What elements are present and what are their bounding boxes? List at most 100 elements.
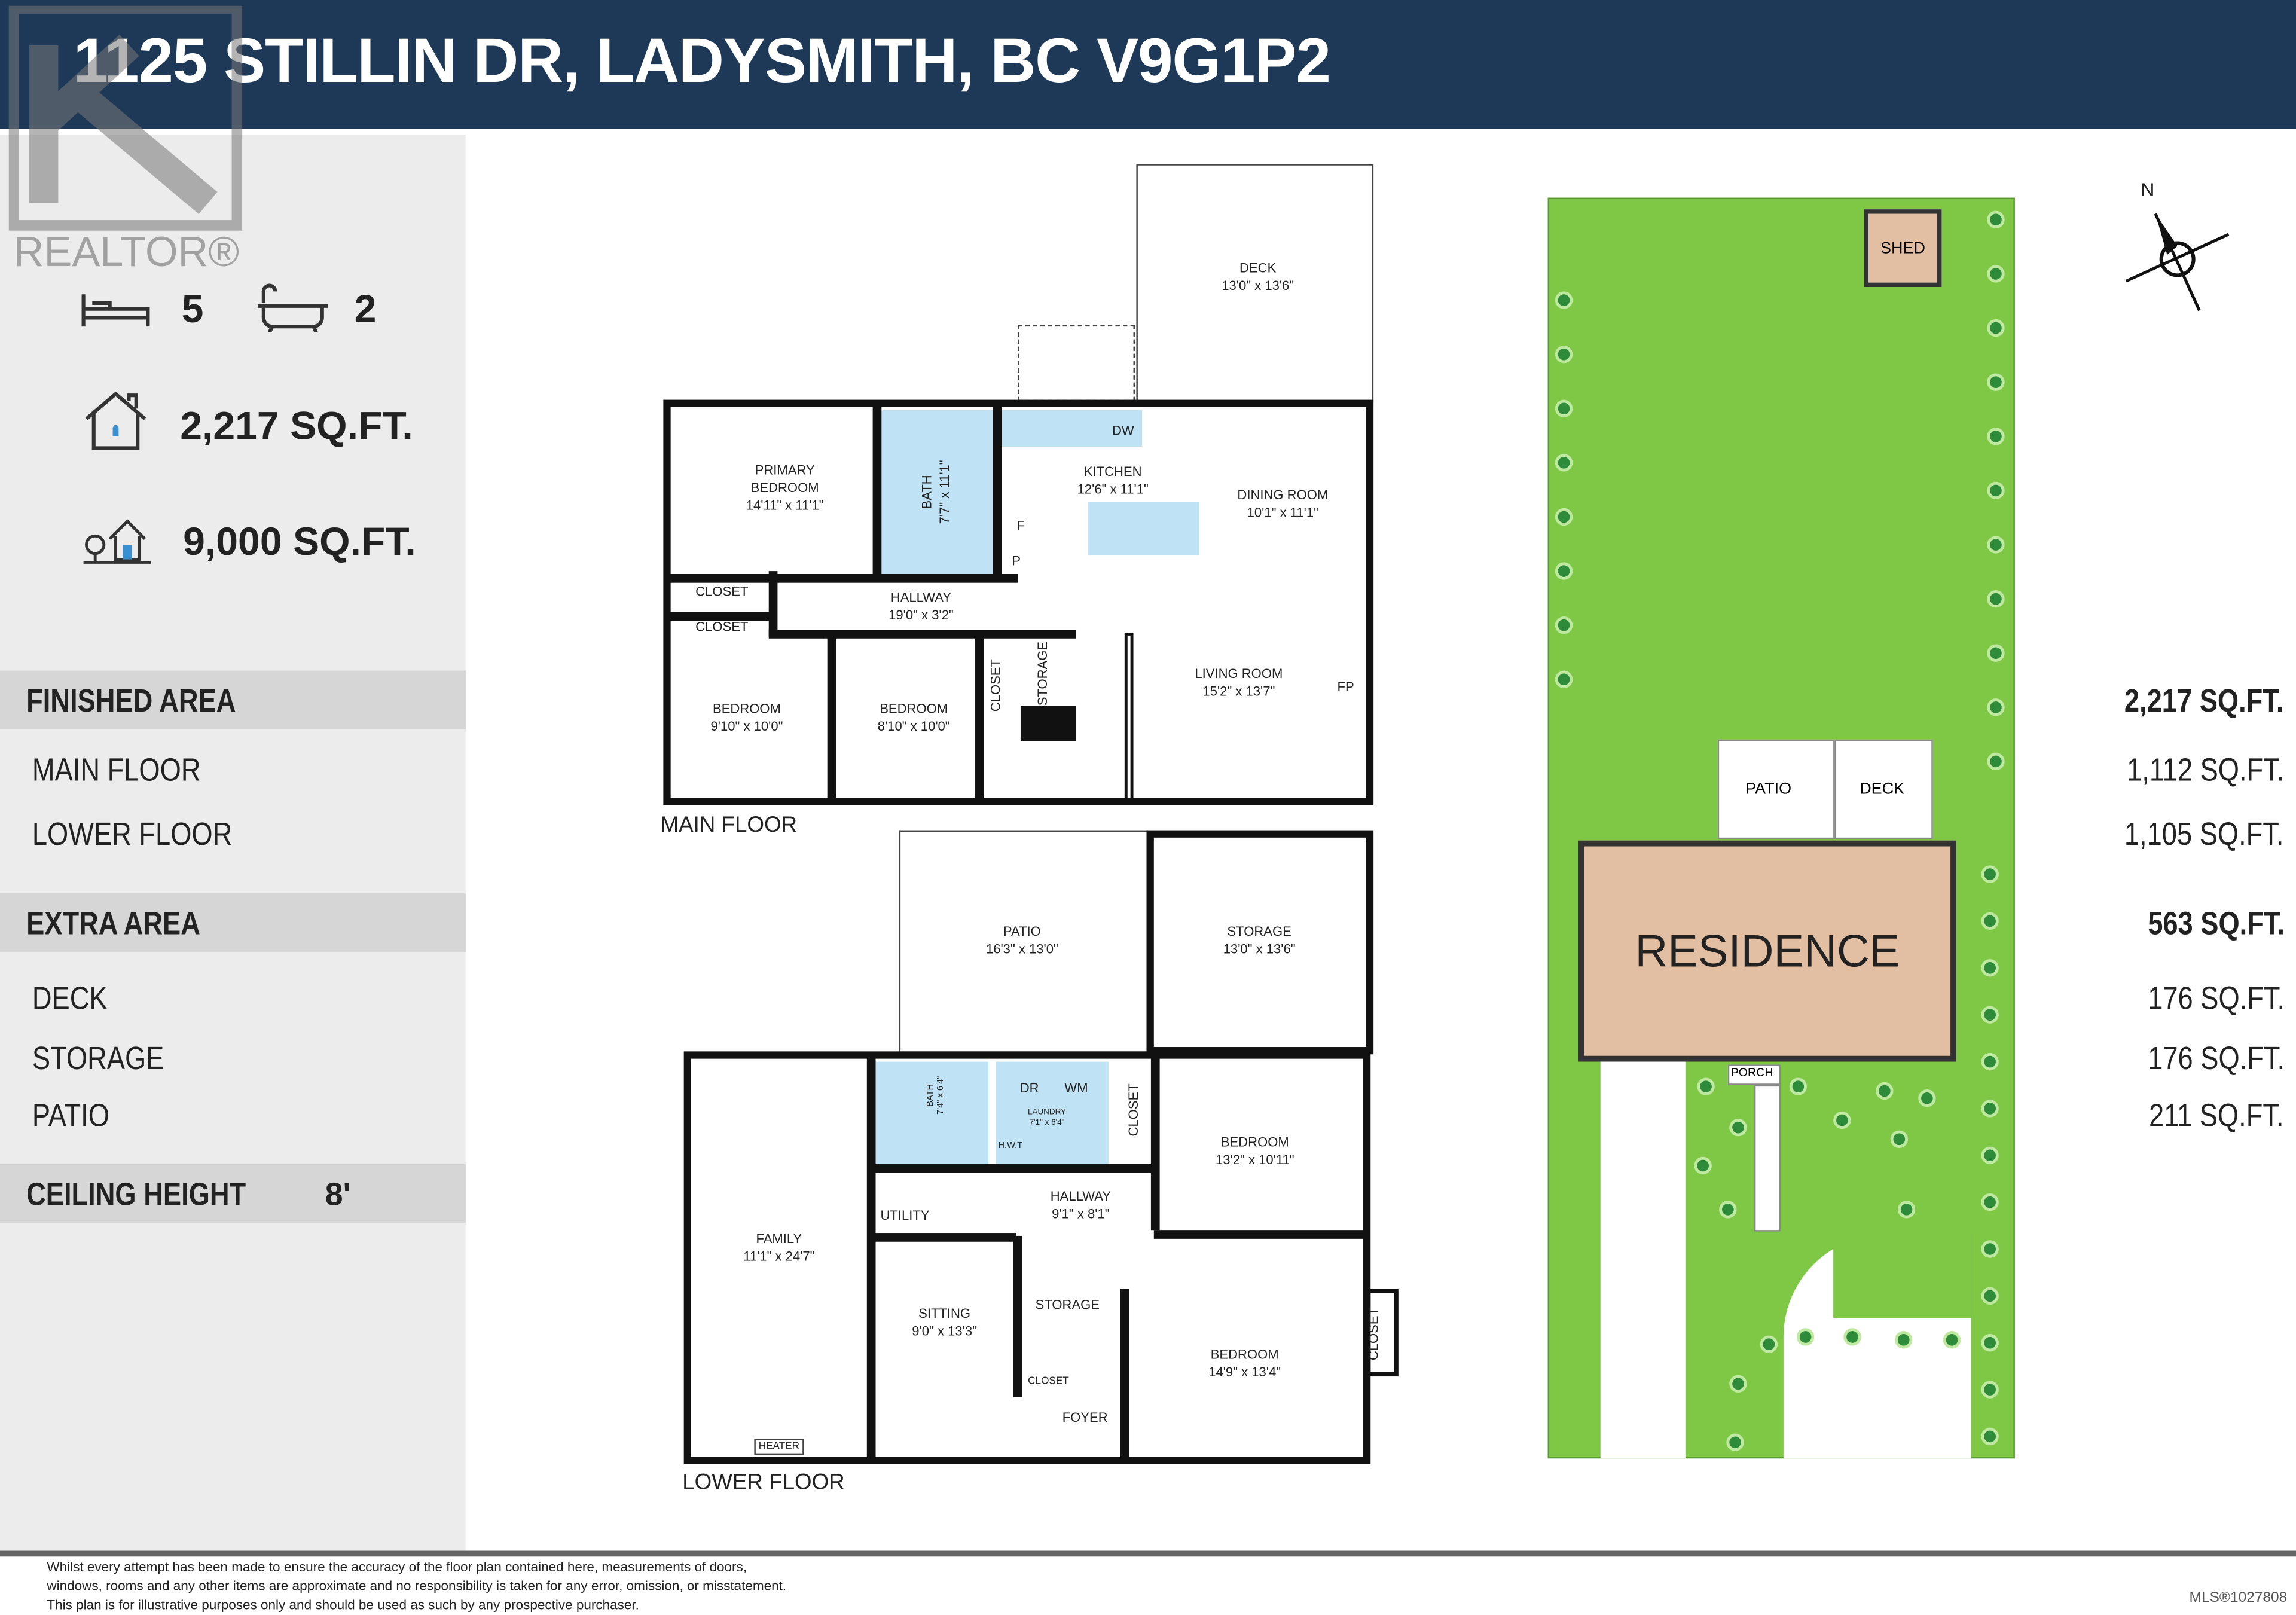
tree-icon <box>1843 1328 1861 1346</box>
site-patio-label: PATIO <box>1745 780 1792 798</box>
main-floor-area-value: 1,112 SQ.FT. <box>2127 751 2285 788</box>
lower-bath-fixtures <box>874 1061 989 1164</box>
wall <box>1150 1054 1160 1231</box>
disclaimer: Whilst every attempt has been made to en… <box>47 1559 787 1613</box>
tree-icon <box>1981 1427 1999 1446</box>
patio-area-label: PATIO <box>32 1097 109 1134</box>
tree-icon <box>1987 319 2005 337</box>
deck-area-value: 176 SQ.FT. <box>2147 979 2285 1016</box>
tree-icon <box>1555 399 1573 417</box>
wall <box>866 1054 876 1462</box>
dishwasher-label: DW <box>1112 423 1134 438</box>
wall <box>1124 632 1134 803</box>
ceiling-height-label: CEILING HEIGHT <box>26 1176 246 1213</box>
front-walk <box>1754 1085 1781 1232</box>
tree-icon <box>1987 210 2005 229</box>
tree-icon <box>1981 1006 1999 1024</box>
house-icon <box>85 391 146 450</box>
tree-icon <box>1555 562 1573 580</box>
finished-area-strip <box>0 670 466 729</box>
tree-icon <box>1987 698 2005 716</box>
bed-icon <box>81 294 150 327</box>
extra-area-value: 563 SQ.FT. <box>2147 905 2285 942</box>
fireplace-label: FP <box>1337 679 1354 694</box>
closet-bump <box>1366 1289 1399 1377</box>
tree-icon <box>1555 345 1573 364</box>
header-bar <box>0 0 2296 129</box>
wall <box>768 630 1077 639</box>
tree-icon <box>1555 291 1573 309</box>
room-utility: UTILITY <box>880 1208 930 1223</box>
driveway <box>1600 1061 1686 1459</box>
room-storage: STORAGE <box>1035 641 1050 706</box>
room-closet: CLOSET <box>1028 1376 1069 1387</box>
tree-icon <box>1726 1433 1744 1451</box>
lower-floor-area-label: LOWER FLOOR <box>32 816 233 853</box>
tree-icon <box>1981 1052 1999 1071</box>
extra-area-label: EXTRA AREA <box>26 905 200 942</box>
north-label: N <box>2141 179 2154 200</box>
ceiling-height-strip <box>0 1164 466 1223</box>
tree-icon <box>1987 536 2005 554</box>
tree-icon <box>1981 1193 1999 1211</box>
tree-icon <box>1987 265 2005 283</box>
room-closet: CLOSET <box>695 584 749 599</box>
main-floor-label: MAIN FLOOR <box>660 813 798 838</box>
main-floor-outline <box>663 399 1374 805</box>
site-deck <box>1834 739 1933 839</box>
washer-label: WM <box>1064 1080 1088 1095</box>
deck-stairs <box>1018 325 1135 402</box>
kitchen-counter <box>1002 410 1143 447</box>
lower-floor-outline <box>683 1051 1371 1464</box>
wall <box>1153 1230 1368 1239</box>
tree-icon <box>1833 1111 1851 1129</box>
lot-area: 9,000 SQ.FT. <box>183 520 416 564</box>
room-closet: CLOSET <box>1366 1307 1381 1361</box>
wall <box>1120 1289 1129 1462</box>
footer-divider <box>0 1550 2296 1557</box>
tree-icon <box>1987 428 2005 445</box>
site-deck-label: DECK <box>1860 780 1905 798</box>
tree-icon <box>1981 865 1999 883</box>
finished-area-label: FINISHED AREA <box>26 682 236 719</box>
main-bath-fixtures <box>878 410 993 579</box>
tree-icon <box>1981 1287 1999 1305</box>
wall <box>872 402 882 579</box>
wall <box>869 1164 1156 1173</box>
fridge-label: F <box>1016 518 1025 533</box>
page-title: 1125 STILLIN DR, LADYSMITH, BC V9G1P2 <box>73 26 1331 97</box>
wall <box>993 402 1002 579</box>
wall <box>768 571 778 637</box>
shed: SHED <box>1864 209 1942 288</box>
tree-icon <box>1981 912 1999 930</box>
tree-icon <box>1729 1119 1747 1137</box>
ceiling-height-value: 8' <box>325 1176 351 1213</box>
tree-icon <box>1796 1328 1815 1346</box>
tree-icon <box>1981 1334 1999 1352</box>
floor-area: 2,217 SQ.FT. <box>180 404 413 448</box>
tree-icon <box>1555 508 1573 526</box>
bathroom-count: 2 <box>354 287 377 331</box>
bathtub-icon <box>258 283 328 332</box>
pantry-label: P <box>1012 553 1021 569</box>
tree-icon <box>1981 1381 1999 1399</box>
wall <box>1013 1235 1022 1397</box>
tree-icon <box>1987 590 2005 608</box>
kitchen-island <box>1088 502 1199 555</box>
tree-icon <box>1729 1375 1747 1393</box>
realtor-logo: REALTOR® <box>8 5 243 275</box>
lawn-patch <box>1833 1230 1971 1318</box>
tree-icon <box>1876 1082 1894 1100</box>
